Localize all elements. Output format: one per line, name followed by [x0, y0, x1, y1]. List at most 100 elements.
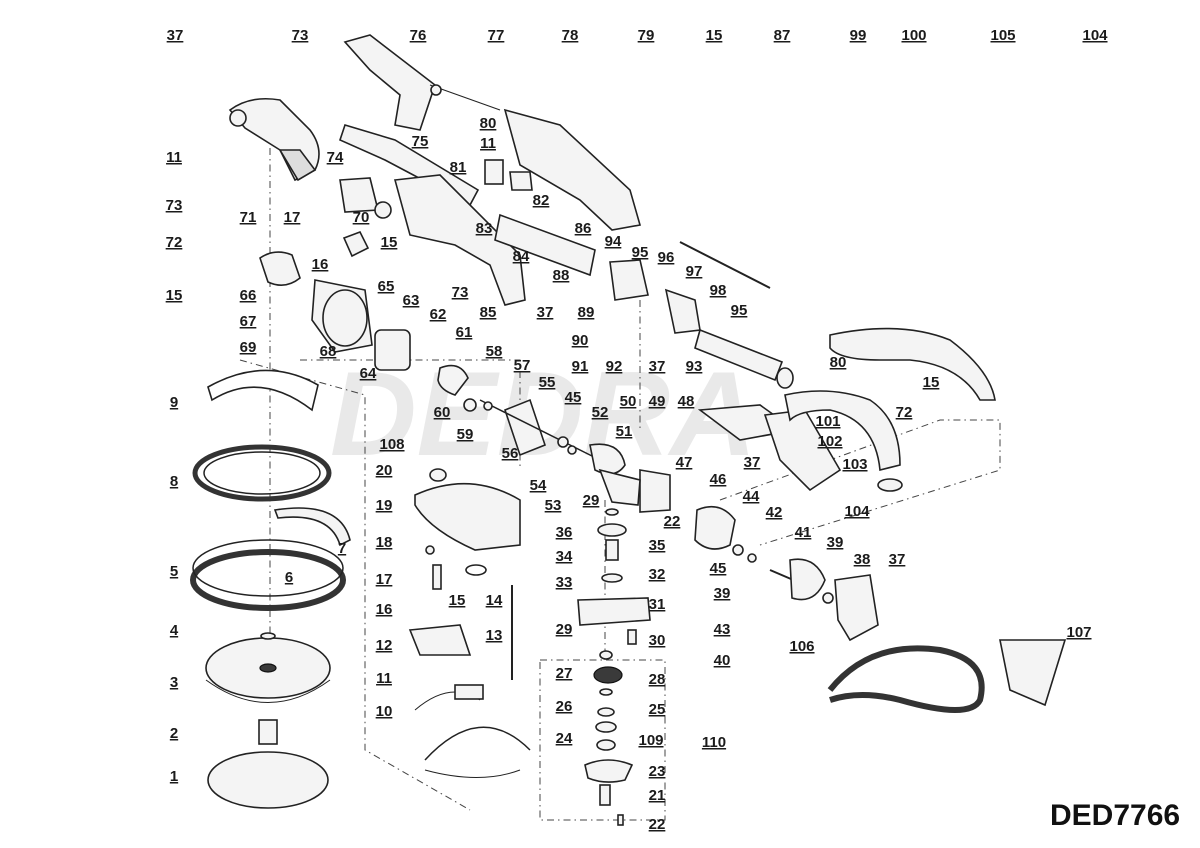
- part-label-39: 39: [714, 585, 731, 602]
- part-label-49: 49: [649, 393, 666, 410]
- part-label-15: 15: [166, 287, 183, 304]
- part-label-73: 73: [166, 197, 183, 214]
- rotor-assembly: [463, 398, 671, 513]
- rear-handle: [503, 108, 642, 231]
- part-label-46: 46: [710, 471, 727, 488]
- part-label-109: 109: [638, 732, 663, 749]
- washer: [260, 632, 276, 640]
- part-label-60: 60: [434, 404, 451, 421]
- part-label-104: 104: [1082, 27, 1108, 44]
- mount-ring: [694, 505, 736, 550]
- hose-elbow: [784, 390, 901, 472]
- blower-housing: [834, 574, 879, 642]
- part-label-79: 79: [638, 27, 655, 44]
- part-label-43: 43: [714, 621, 731, 638]
- part-label-104: 104: [844, 503, 870, 520]
- part-label-103: 103: [842, 456, 867, 473]
- part-label-67: 67: [240, 313, 257, 330]
- part-label-15: 15: [381, 234, 398, 251]
- part-label-16: 16: [376, 601, 393, 618]
- vacuum-tube: [694, 328, 784, 382]
- connector: [609, 259, 649, 301]
- part-label-59: 59: [457, 426, 474, 443]
- part-label-63: 63: [403, 292, 420, 309]
- part-label-17: 17: [284, 209, 301, 226]
- part-label-11: 11: [166, 149, 182, 166]
- impeller: [789, 558, 826, 601]
- part-label-70: 70: [353, 209, 370, 226]
- handle-housing: [393, 174, 526, 306]
- part-label-27: 27: [556, 665, 573, 682]
- part-label-97: 97: [686, 263, 703, 280]
- part-label-73: 73: [292, 27, 309, 44]
- part-label-44: 44: [743, 488, 760, 505]
- part-label-1: 1: [170, 768, 178, 785]
- part-label-106: 106: [789, 638, 814, 655]
- part-label-17: 17: [376, 571, 393, 588]
- part-label-73: 73: [452, 284, 469, 301]
- part-label-55: 55: [539, 374, 556, 391]
- model-code: DED7766: [1050, 799, 1180, 832]
- inner-tube: [494, 213, 596, 277]
- knob: [342, 230, 370, 258]
- part-label-96: 96: [658, 249, 675, 266]
- part-label-105: 105: [990, 27, 1015, 44]
- part-label-29: 29: [556, 621, 573, 638]
- part-label-22: 22: [664, 513, 681, 530]
- part-label-18: 18: [376, 534, 393, 551]
- gear-carrier: [577, 597, 651, 626]
- part-label-74: 74: [327, 149, 344, 166]
- part-label-15: 15: [706, 27, 723, 44]
- part-label-75: 75: [412, 133, 429, 150]
- part-label-32: 32: [649, 566, 666, 583]
- part-label-80: 80: [830, 354, 847, 371]
- ring-frame: [192, 444, 332, 502]
- part-label-86: 86: [575, 220, 592, 237]
- part-label-53: 53: [545, 497, 562, 514]
- part-label-92: 92: [606, 358, 623, 375]
- part-label-30: 30: [649, 632, 666, 649]
- part-label-108: 108: [379, 436, 404, 453]
- part-label-25: 25: [649, 701, 666, 718]
- part-label-110: 110: [702, 734, 726, 751]
- part-label-90: 90: [572, 332, 589, 349]
- part-label-15: 15: [923, 374, 940, 391]
- part-label-56: 56: [502, 445, 519, 462]
- part-label-41: 41: [795, 524, 812, 541]
- part-label-9: 9: [170, 394, 178, 411]
- part-label-78: 78: [562, 27, 579, 44]
- pad-assembly: [190, 369, 351, 809]
- part-label-93: 93: [686, 358, 703, 375]
- part-label-26: 26: [556, 698, 573, 715]
- part-label-20: 20: [376, 462, 393, 479]
- part-label-68: 68: [320, 343, 337, 360]
- part-label-37: 37: [744, 454, 761, 471]
- brush-holder: [437, 364, 469, 396]
- part-label-102: 102: [817, 433, 842, 450]
- part-label-5: 5: [170, 563, 178, 580]
- top-cover: [414, 482, 521, 551]
- part-label-84: 84: [513, 248, 530, 265]
- part-label-95: 95: [632, 244, 649, 261]
- gear: [593, 666, 623, 684]
- part-label-42: 42: [766, 504, 783, 521]
- part-label-40: 40: [714, 652, 731, 669]
- brush-ring-lower: [190, 549, 346, 611]
- part-label-77: 77: [488, 27, 505, 44]
- part-label-83: 83: [476, 220, 493, 237]
- clamp: [259, 251, 301, 286]
- part-label-38: 38: [854, 551, 871, 568]
- part-label-7: 7: [338, 540, 346, 557]
- part-label-54: 54: [530, 477, 547, 494]
- main-body: [339, 34, 642, 306]
- assembly-guide-lines: [239, 115, 1001, 821]
- part-label-76: 76: [410, 27, 427, 44]
- part-label-65: 65: [378, 278, 395, 295]
- gearbox-column: [577, 508, 651, 826]
- part-label-72: 72: [166, 234, 183, 251]
- dust-bag: [999, 639, 1067, 707]
- part-label-22: 22: [649, 816, 666, 833]
